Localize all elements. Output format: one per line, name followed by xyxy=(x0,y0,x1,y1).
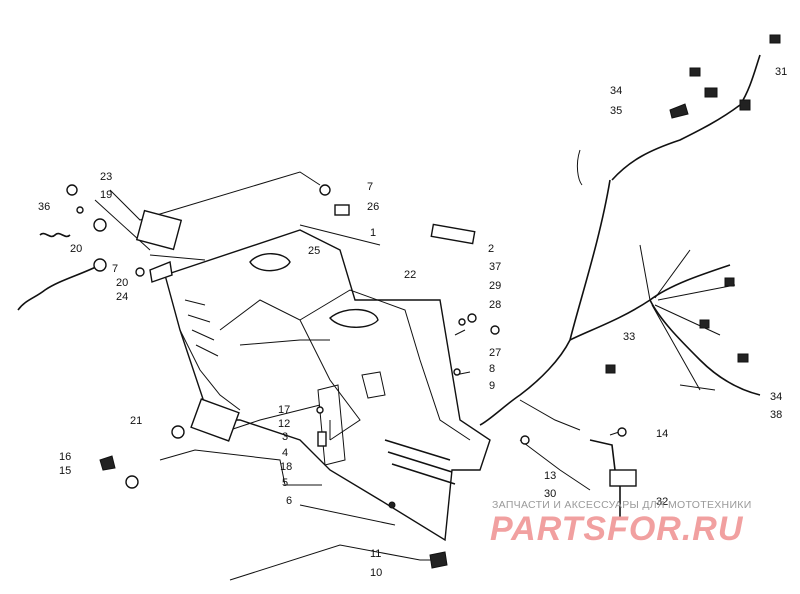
callout-c6: 6 xyxy=(286,495,292,507)
watermark-logo: PARTSFOR.RU xyxy=(490,510,744,548)
callout-c20b: 20 xyxy=(116,277,128,289)
callout-c15: 15 xyxy=(59,465,71,477)
callout-c33: 33 xyxy=(623,331,635,343)
callout-c18: 18 xyxy=(280,461,292,473)
callout-c1: 1 xyxy=(370,227,376,239)
callout-c27: 27 xyxy=(489,347,501,359)
callout-c34a: 34 xyxy=(610,85,622,97)
callout-c12: 12 xyxy=(278,418,290,430)
callout-c24: 24 xyxy=(116,291,128,303)
callout-c22: 22 xyxy=(404,269,416,281)
callout-c5: 5 xyxy=(282,477,288,489)
leader-lines xyxy=(94,171,626,581)
callout-c7b: 7 xyxy=(112,263,118,275)
callout-c21: 21 xyxy=(130,415,142,427)
callout-c32: 32 xyxy=(656,496,668,508)
callout-c36: 36 xyxy=(38,201,50,213)
small-parts xyxy=(17,103,689,569)
callout-c26: 26 xyxy=(367,201,379,213)
callout-c10: 10 xyxy=(370,567,382,579)
callout-c8: 8 xyxy=(489,363,495,375)
callout-c14: 14 xyxy=(656,428,668,440)
callout-c17: 17 xyxy=(278,404,290,416)
part-number-callouts: 1234567789101112131415161718192020212223… xyxy=(38,66,787,579)
wiring-harness xyxy=(479,34,781,431)
callout-c31: 31 xyxy=(775,66,787,78)
callout-c4: 4 xyxy=(282,447,288,459)
callout-c29: 29 xyxy=(489,280,501,292)
callout-c7a: 7 xyxy=(367,181,373,193)
callout-c30: 30 xyxy=(544,488,556,500)
console-housing xyxy=(164,229,491,542)
callout-c35: 35 xyxy=(610,105,622,117)
callout-c23: 23 xyxy=(100,171,112,183)
callout-c3: 3 xyxy=(282,431,288,443)
callout-c11: 11 xyxy=(370,548,381,560)
callout-c38: 38 xyxy=(770,409,782,421)
callout-c16: 16 xyxy=(59,451,71,463)
callout-c28: 28 xyxy=(489,299,501,311)
callout-c9: 9 xyxy=(489,380,495,392)
callout-c34b: 34 xyxy=(770,391,782,403)
callout-c25: 25 xyxy=(308,245,320,257)
callout-c20a: 20 xyxy=(70,243,82,255)
callout-c2: 2 xyxy=(488,243,494,255)
watermark-caption: ЗАПЧАСТИ И АКСЕССУАРЫ ДЛЯ МОТОТЕХНИКИ xyxy=(492,499,752,511)
callout-c13: 13 xyxy=(544,470,556,482)
callout-c37: 37 xyxy=(489,261,501,273)
callout-c19: 19 xyxy=(100,189,112,201)
